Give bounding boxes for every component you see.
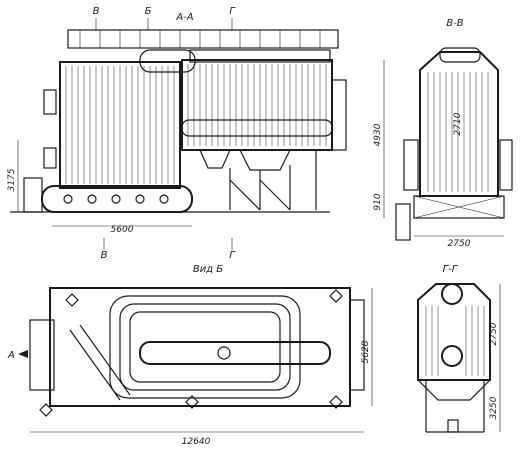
plan-drum [139, 341, 331, 365]
gg-upper-drum [441, 283, 463, 305]
section-gg-view: Г-Г 2750 3250 [417, 264, 501, 433]
vv-right-pipe [499, 139, 513, 191]
dim-12640: 12640 [182, 437, 211, 447]
dim-2750-vv: 2750 [448, 239, 471, 249]
section-gg-title: Г-Г [443, 264, 459, 275]
vv-tubes [427, 72, 489, 192]
plan-duct-1 [109, 295, 301, 399]
arrow-a-icon [18, 350, 28, 358]
section-aa-title: А-А [175, 12, 193, 23]
side-box-2 [43, 147, 57, 169]
side-duct [331, 79, 347, 151]
grate-rollers [63, 194, 169, 204]
vv-drum [439, 47, 481, 63]
marker-v-bottom: В [101, 250, 108, 261]
top-casing [189, 49, 331, 63]
dim-3250: 3250 [489, 396, 499, 419]
dim-5628: 5628 [361, 340, 371, 363]
furnace-tubes [65, 66, 175, 184]
plan-flue-1 [69, 329, 121, 401]
vv-base [413, 195, 505, 219]
plan-flue-2 [79, 324, 131, 396]
plan-left-box [29, 319, 55, 391]
support-frame [229, 150, 317, 211]
marker-g-bottom: Г [229, 250, 236, 261]
section-vv-title: В-В [446, 18, 463, 29]
plan-duct-2 [119, 303, 291, 391]
fuel-hopper [23, 177, 43, 213]
vv-left-pipe [403, 139, 419, 191]
dim-910: 910 [373, 193, 383, 210]
plan-supports [39, 289, 343, 417]
lower-drum [181, 119, 333, 137]
ash-hopper-2 [239, 149, 291, 171]
side-box [43, 89, 57, 115]
plan-manhole [217, 346, 231, 360]
dim-4930: 4930 [373, 123, 383, 146]
marker-g-top: Г [229, 6, 236, 17]
cut-lines [95, 18, 233, 250]
marker-v-top: В [93, 6, 100, 17]
marker-b-top: Б [145, 6, 152, 17]
upper-drum [139, 49, 196, 73]
marker-a: А [7, 350, 15, 361]
furnace-block [59, 61, 181, 189]
gg-drain [447, 419, 459, 433]
railing-posts [79, 30, 321, 48]
view-b-plan: Вид Б А 5628 12640 [7, 264, 373, 447]
view-b-title: Вид Б [193, 264, 223, 275]
plan-duct-3 [129, 311, 281, 383]
vv-stoker [395, 203, 411, 241]
convective-tubes [187, 64, 327, 146]
dim-5600: 5600 [111, 225, 134, 235]
dim-3175: 3175 [7, 168, 17, 191]
plan-right-box [349, 299, 365, 391]
gg-tubes [425, 306, 485, 376]
section-vv-view: В-В 4930 2710 910 2750 [373, 18, 513, 249]
ash-hopper [199, 149, 231, 169]
dim-2750-gg: 2750 [489, 322, 499, 345]
gg-hopper [417, 379, 491, 401]
section-aa-view: 3175 5600 А-А В Б Г В Г [7, 6, 347, 261]
gg-legs [425, 380, 485, 433]
top-railing [67, 29, 339, 49]
dim-2710: 2710 [453, 112, 463, 135]
gg-lower-drum [441, 345, 463, 367]
